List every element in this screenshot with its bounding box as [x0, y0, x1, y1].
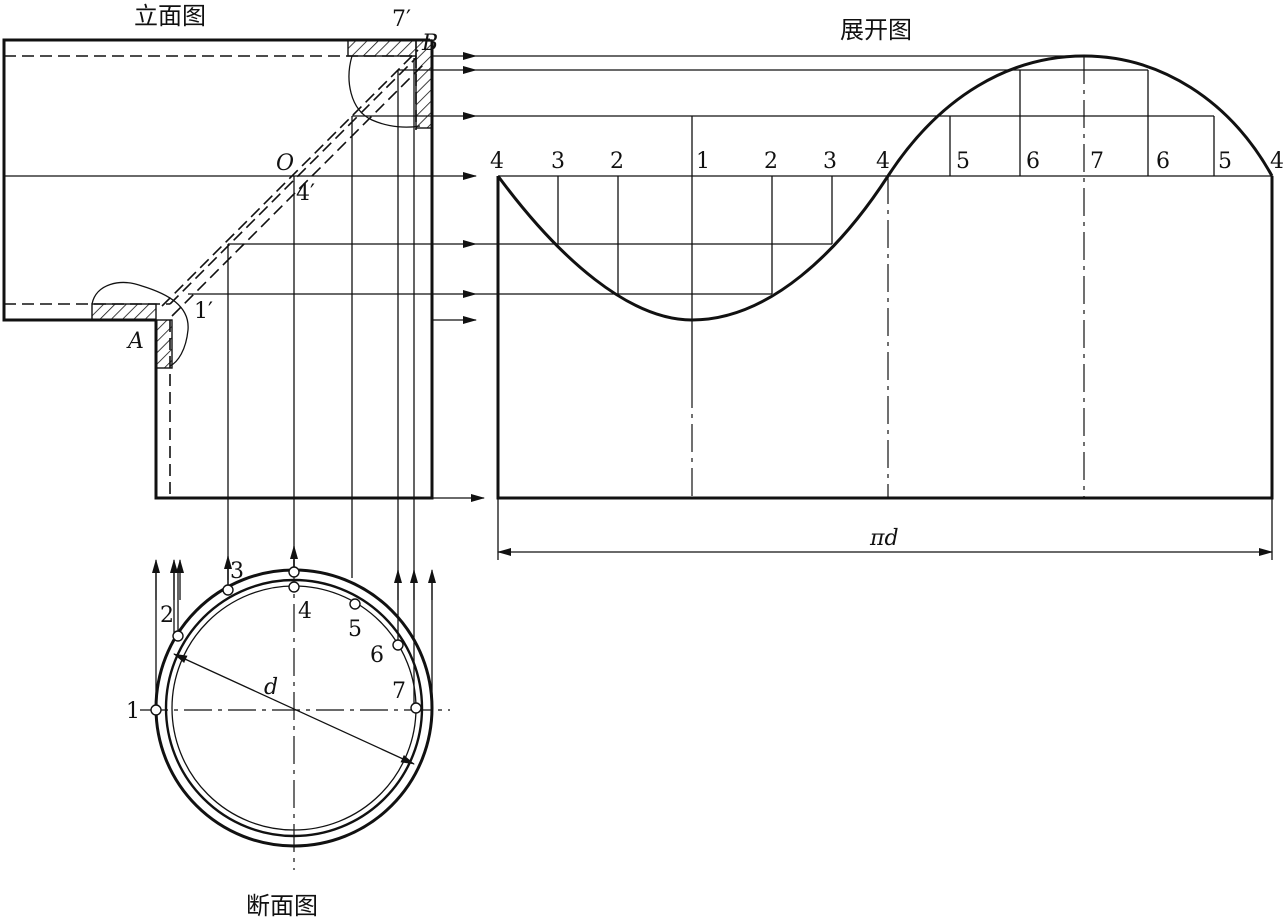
section-point-3 — [222, 584, 234, 596]
dev-label: 4 — [1270, 149, 1284, 174]
dev-label: 3 — [823, 149, 837, 174]
hatch-b-horizontal — [347, 39, 417, 57]
development-curve — [496, 54, 1274, 322]
dev-label: 1 — [696, 149, 710, 174]
section-label-7: 7 — [392, 679, 406, 704]
section-view: d 1 2 3 4 5 6 7 断面图 — [126, 545, 450, 920]
development-top-labels: 4 3 2 1 2 3 4 5 6 7 6 5 4 — [490, 149, 1284, 174]
development-title: 展开图 — [840, 16, 912, 44]
label-point-A: A — [126, 329, 144, 354]
section-point-4-outer — [288, 566, 300, 578]
horizontal-pipe-outline — [2, 38, 430, 322]
development-view: 展开图 4 3 2 1 2 3 4 5 6 7 6 5 4 — [490, 16, 1284, 560]
dev-label: 3 — [551, 149, 565, 174]
section-point-4 — [288, 581, 300, 593]
development-frame — [496, 176, 1274, 500]
diameter-label: d — [264, 675, 278, 700]
dev-label: 5 — [1218, 149, 1232, 174]
width-dimension-label: πd — [869, 526, 899, 551]
section-label-5: 5 — [348, 617, 362, 642]
hatch-a-horizontal — [91, 303, 157, 321]
detail-cloud-b — [348, 55, 421, 128]
dev-label: 2 — [764, 149, 778, 174]
dev-label: 6 — [1156, 149, 1170, 174]
label-point-4-prime: 4′ — [296, 181, 315, 206]
dev-label: 5 — [956, 149, 970, 174]
label-point-1-prime: 1′ — [194, 299, 213, 324]
elevation-projection-lines — [4, 58, 432, 580]
section-label-1: 1 — [126, 699, 140, 724]
label-point-B: B — [421, 31, 438, 56]
section-title: 断面图 — [246, 892, 318, 920]
section-label-4: 4 — [298, 599, 312, 624]
label-point-7-prime: 7′ — [392, 7, 411, 32]
diameter-dimension-line — [173, 653, 415, 765]
dev-label: 6 — [1026, 149, 1040, 174]
label-point-O: O — [276, 151, 294, 176]
dev-label: 4 — [876, 149, 890, 174]
section-label-3: 3 — [230, 559, 244, 584]
detail-cloud-a — [91, 282, 189, 367]
miter-dashed-lines — [161, 49, 427, 317]
projection-arrows — [432, 52, 1214, 502]
section-point-1 — [150, 704, 162, 716]
section-label-2: 2 — [160, 603, 174, 628]
elevation-title: 立面图 — [134, 2, 206, 30]
elevation-view: 立面图 7′ B O 4′ 1′ A — [2, 2, 438, 580]
section-label-6: 6 — [370, 643, 384, 668]
development-generators — [557, 70, 1215, 294]
section-point-6 — [392, 639, 404, 651]
inner-wall-dashed-horizontal — [4, 55, 416, 305]
section-point-2 — [172, 630, 184, 642]
hatch-b-vertical — [415, 39, 433, 129]
dev-label: 4 — [490, 149, 504, 174]
dev-label: 2 — [610, 149, 624, 174]
section-point-5 — [349, 598, 361, 610]
section-point-7 — [410, 702, 422, 714]
dev-label: 7 — [1090, 149, 1104, 174]
hatch-a-vertical — [155, 319, 173, 369]
